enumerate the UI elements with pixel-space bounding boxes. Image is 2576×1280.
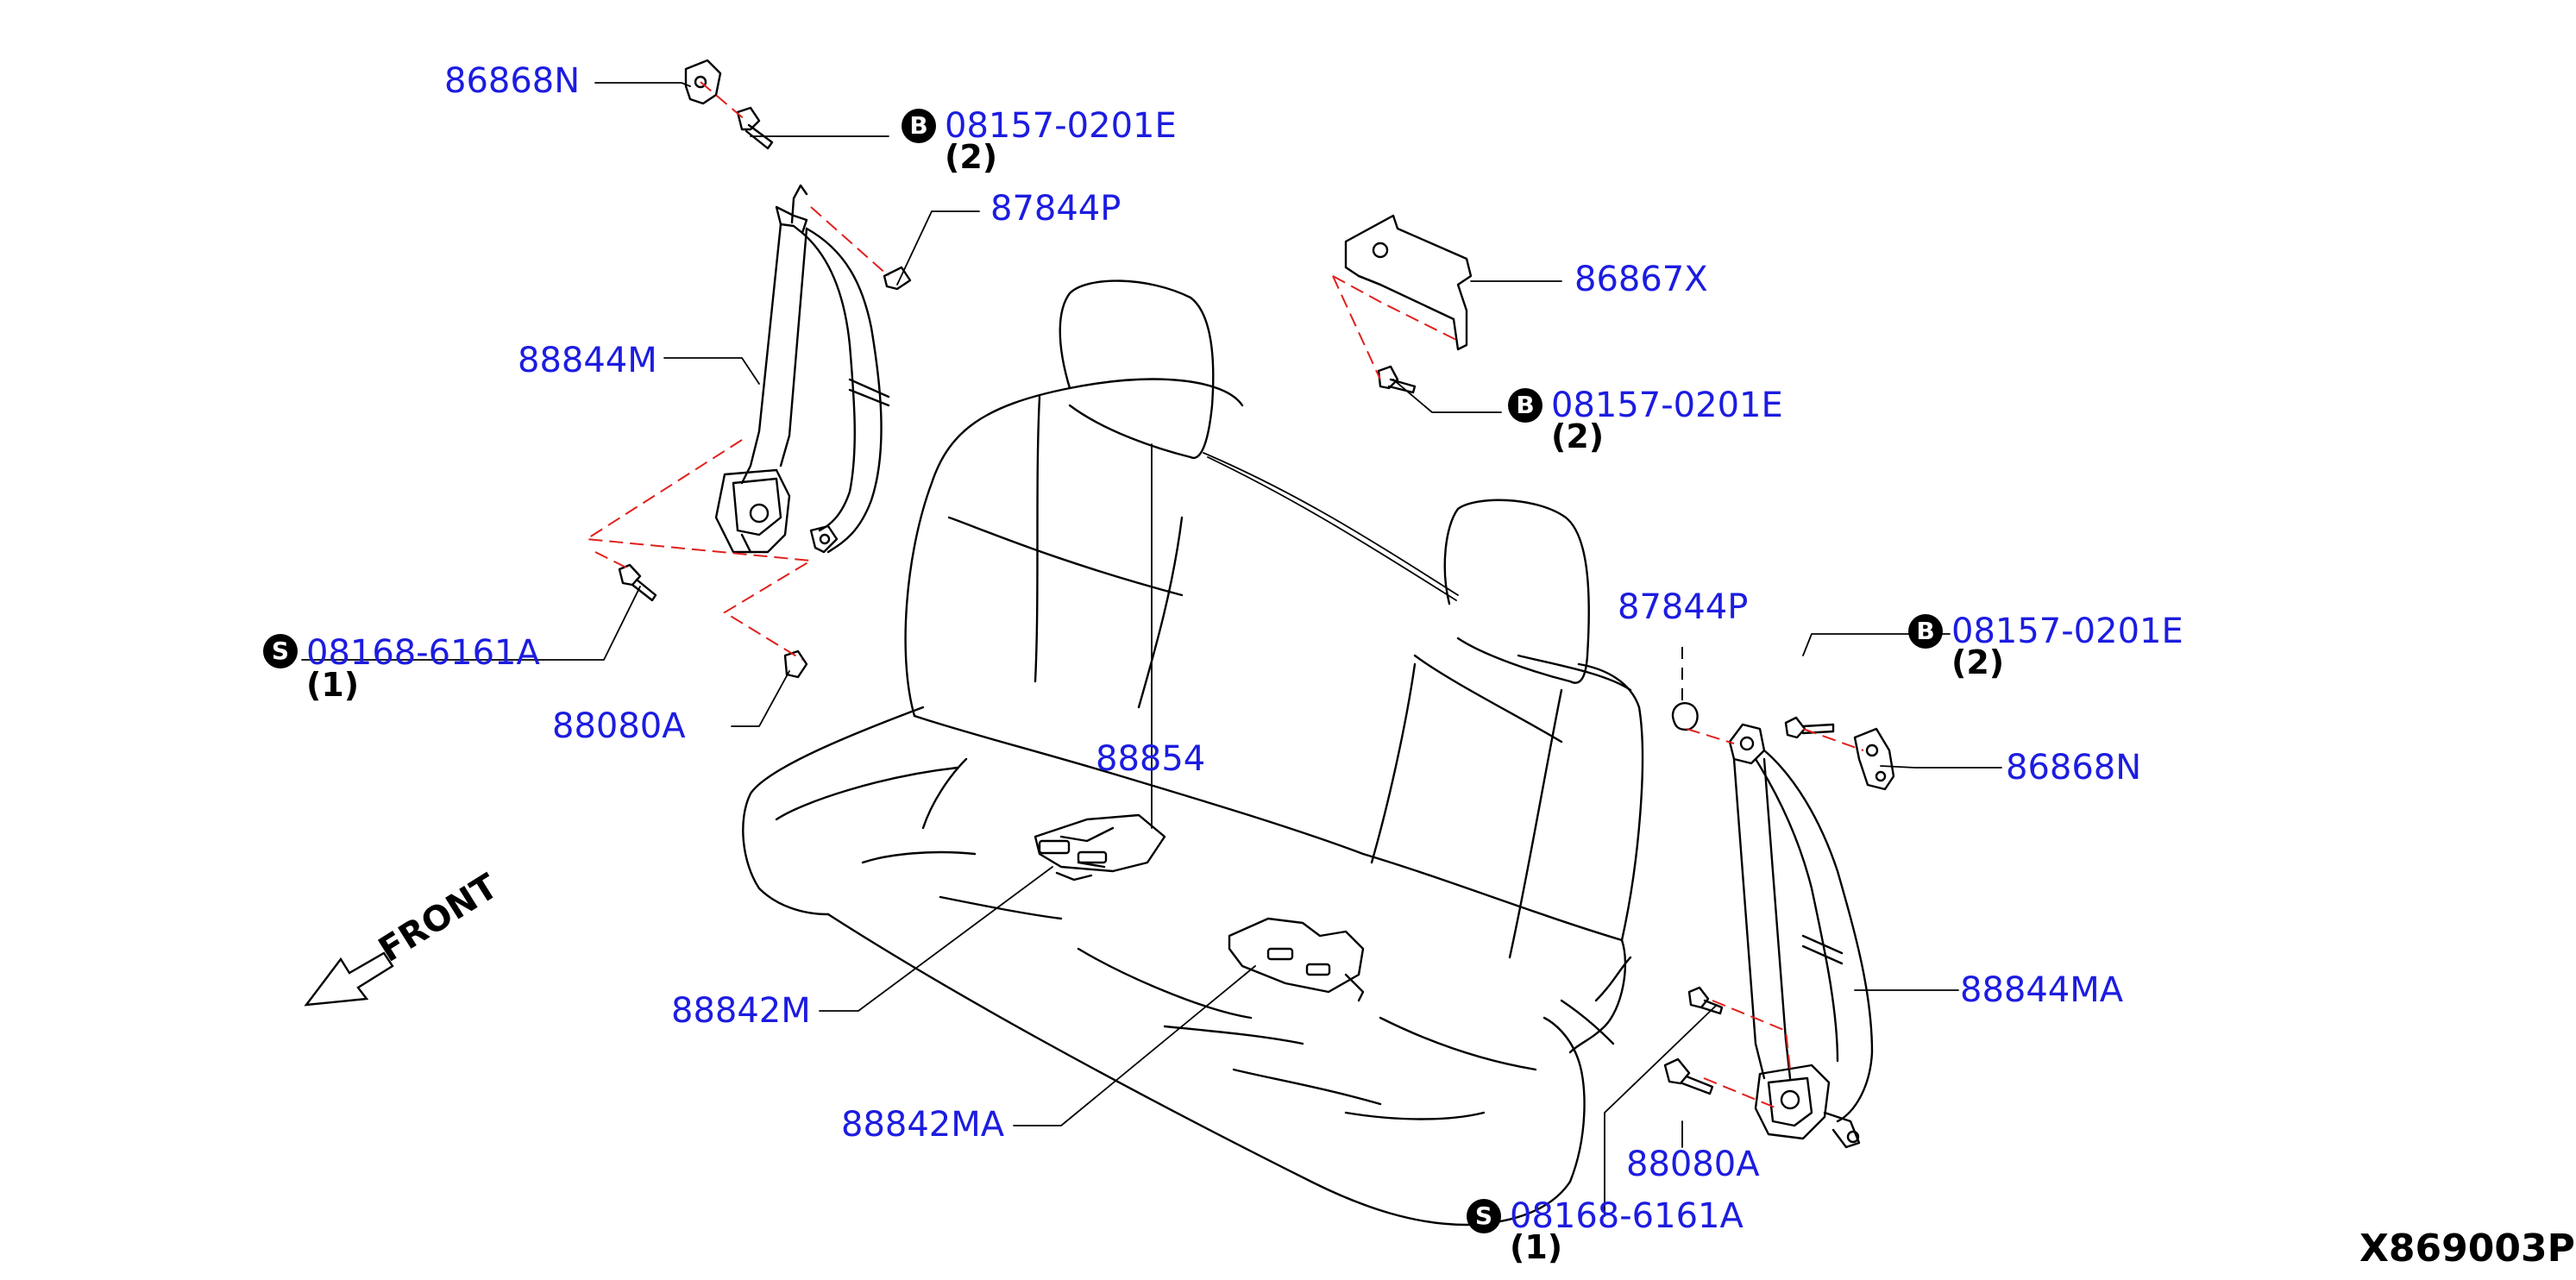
label-88844ma: 88844MA: [1960, 970, 2124, 1010]
diagram-code: X869003P: [2359, 1227, 2575, 1271]
phantom-lines: [584, 81, 1864, 1109]
qty-08168-left: (1): [306, 666, 360, 704]
label-08157-top: 08157-0201E: [945, 106, 1177, 146]
front-arrow-icon: [304, 951, 394, 1007]
badge-b-mid-icon: B: [1508, 388, 1542, 423]
label-08168-left: 08168-6161A: [306, 633, 540, 673]
bolt-88080a-right: [1663, 1057, 1714, 1095]
label-88842m: 88842M: [671, 991, 811, 1031]
bolt-08157-mid: [1377, 365, 1417, 394]
label-08157-mid: 08157-0201E: [1551, 386, 1783, 425]
leader-lines: [301, 82, 2002, 1217]
qty-08157-right: (2): [1951, 643, 2005, 681]
label-88844m: 88844M: [518, 341, 657, 380]
qty-08157-top: (2): [945, 138, 998, 176]
bolt-08157-top: [736, 106, 774, 150]
bracket-86868n-top: [684, 59, 722, 105]
nut-88080a-left: [783, 649, 808, 679]
retractor-88844ma: [1728, 723, 1874, 1149]
retractor-88844m: [714, 184, 890, 554]
label-86868n-right: 86868N: [2006, 748, 2142, 787]
bolt-08157-right: [1784, 716, 1835, 739]
label-86867x: 86867X: [1574, 260, 1708, 299]
qty-08168-right: (1): [1510, 1228, 1563, 1266]
qty-08157-mid: (2): [1551, 417, 1605, 455]
bracket-86867x: [1344, 214, 1473, 351]
clip-87844p-left: [883, 266, 912, 291]
screw-08168-left: [618, 563, 657, 602]
label-88080a-right: 88080A: [1626, 1145, 1760, 1184]
seat-cushion: [742, 706, 1632, 1227]
label-08157-right: 08157-0201E: [1951, 612, 2183, 651]
bracket-86868n-right: [1853, 727, 1895, 791]
seat-backrest: [904, 279, 1644, 959]
label-88854: 88854: [1096, 739, 1206, 779]
label-87844p-right: 87844P: [1618, 587, 1749, 627]
label-88842ma: 88842MA: [841, 1105, 1005, 1145]
badge-b-right-icon: B: [1908, 614, 1943, 649]
label-87844p-left: 87844P: [990, 189, 1122, 229]
badge-s-left-icon: S: [263, 634, 298, 668]
label-88080a-left: 88080A: [552, 706, 686, 746]
label-08168-right: 08168-6161A: [1510, 1196, 1744, 1236]
buckle-88854: [1034, 813, 1166, 882]
screw-08168-right: [1687, 986, 1724, 1015]
badge-b-top-icon: B: [902, 109, 936, 143]
buckle-88842ma: [1228, 917, 1365, 1002]
label-86868n-top: 86868N: [444, 61, 581, 101]
badge-s-right-icon: S: [1467, 1199, 1501, 1233]
clip-87844p-right: [1671, 701, 1699, 731]
